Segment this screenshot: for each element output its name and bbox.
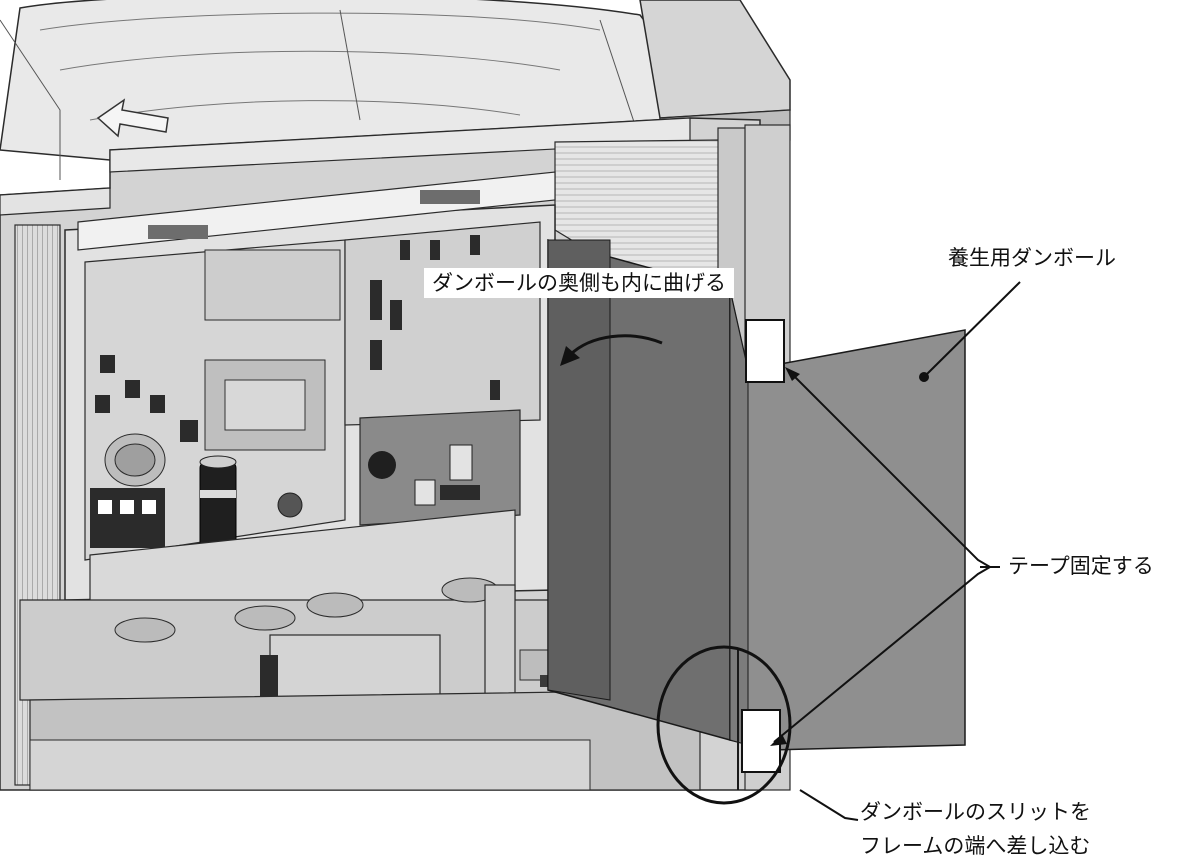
electrical-box [64,171,556,601]
annotation-protective-cardboard: 養生用ダンボール [948,246,1116,270]
tape-upper [745,319,785,383]
protective-cardboard [547,239,966,790]
slit-highlight [656,645,859,821]
lower-chassis [19,509,701,791]
direction-arrow-icon [96,98,169,138]
annotation-slit-line-1: ダンボールのスリットを [860,800,1091,824]
annotation-slit-line-2: フレームの端へ差し込む [860,834,1091,855]
fan-housing [0,0,800,180]
annotation-slit-insert: ダンボールのスリットを フレームの端へ差し込む [860,795,1091,855]
annotation-bend-inside: ダンボールの奥側も内に曲げる [424,268,734,299]
bend-arrow [560,334,663,366]
leader-cardboard [919,281,1021,382]
leader-tape [770,367,1000,746]
annotation-tape-fix: テープ固定する [1008,554,1154,578]
